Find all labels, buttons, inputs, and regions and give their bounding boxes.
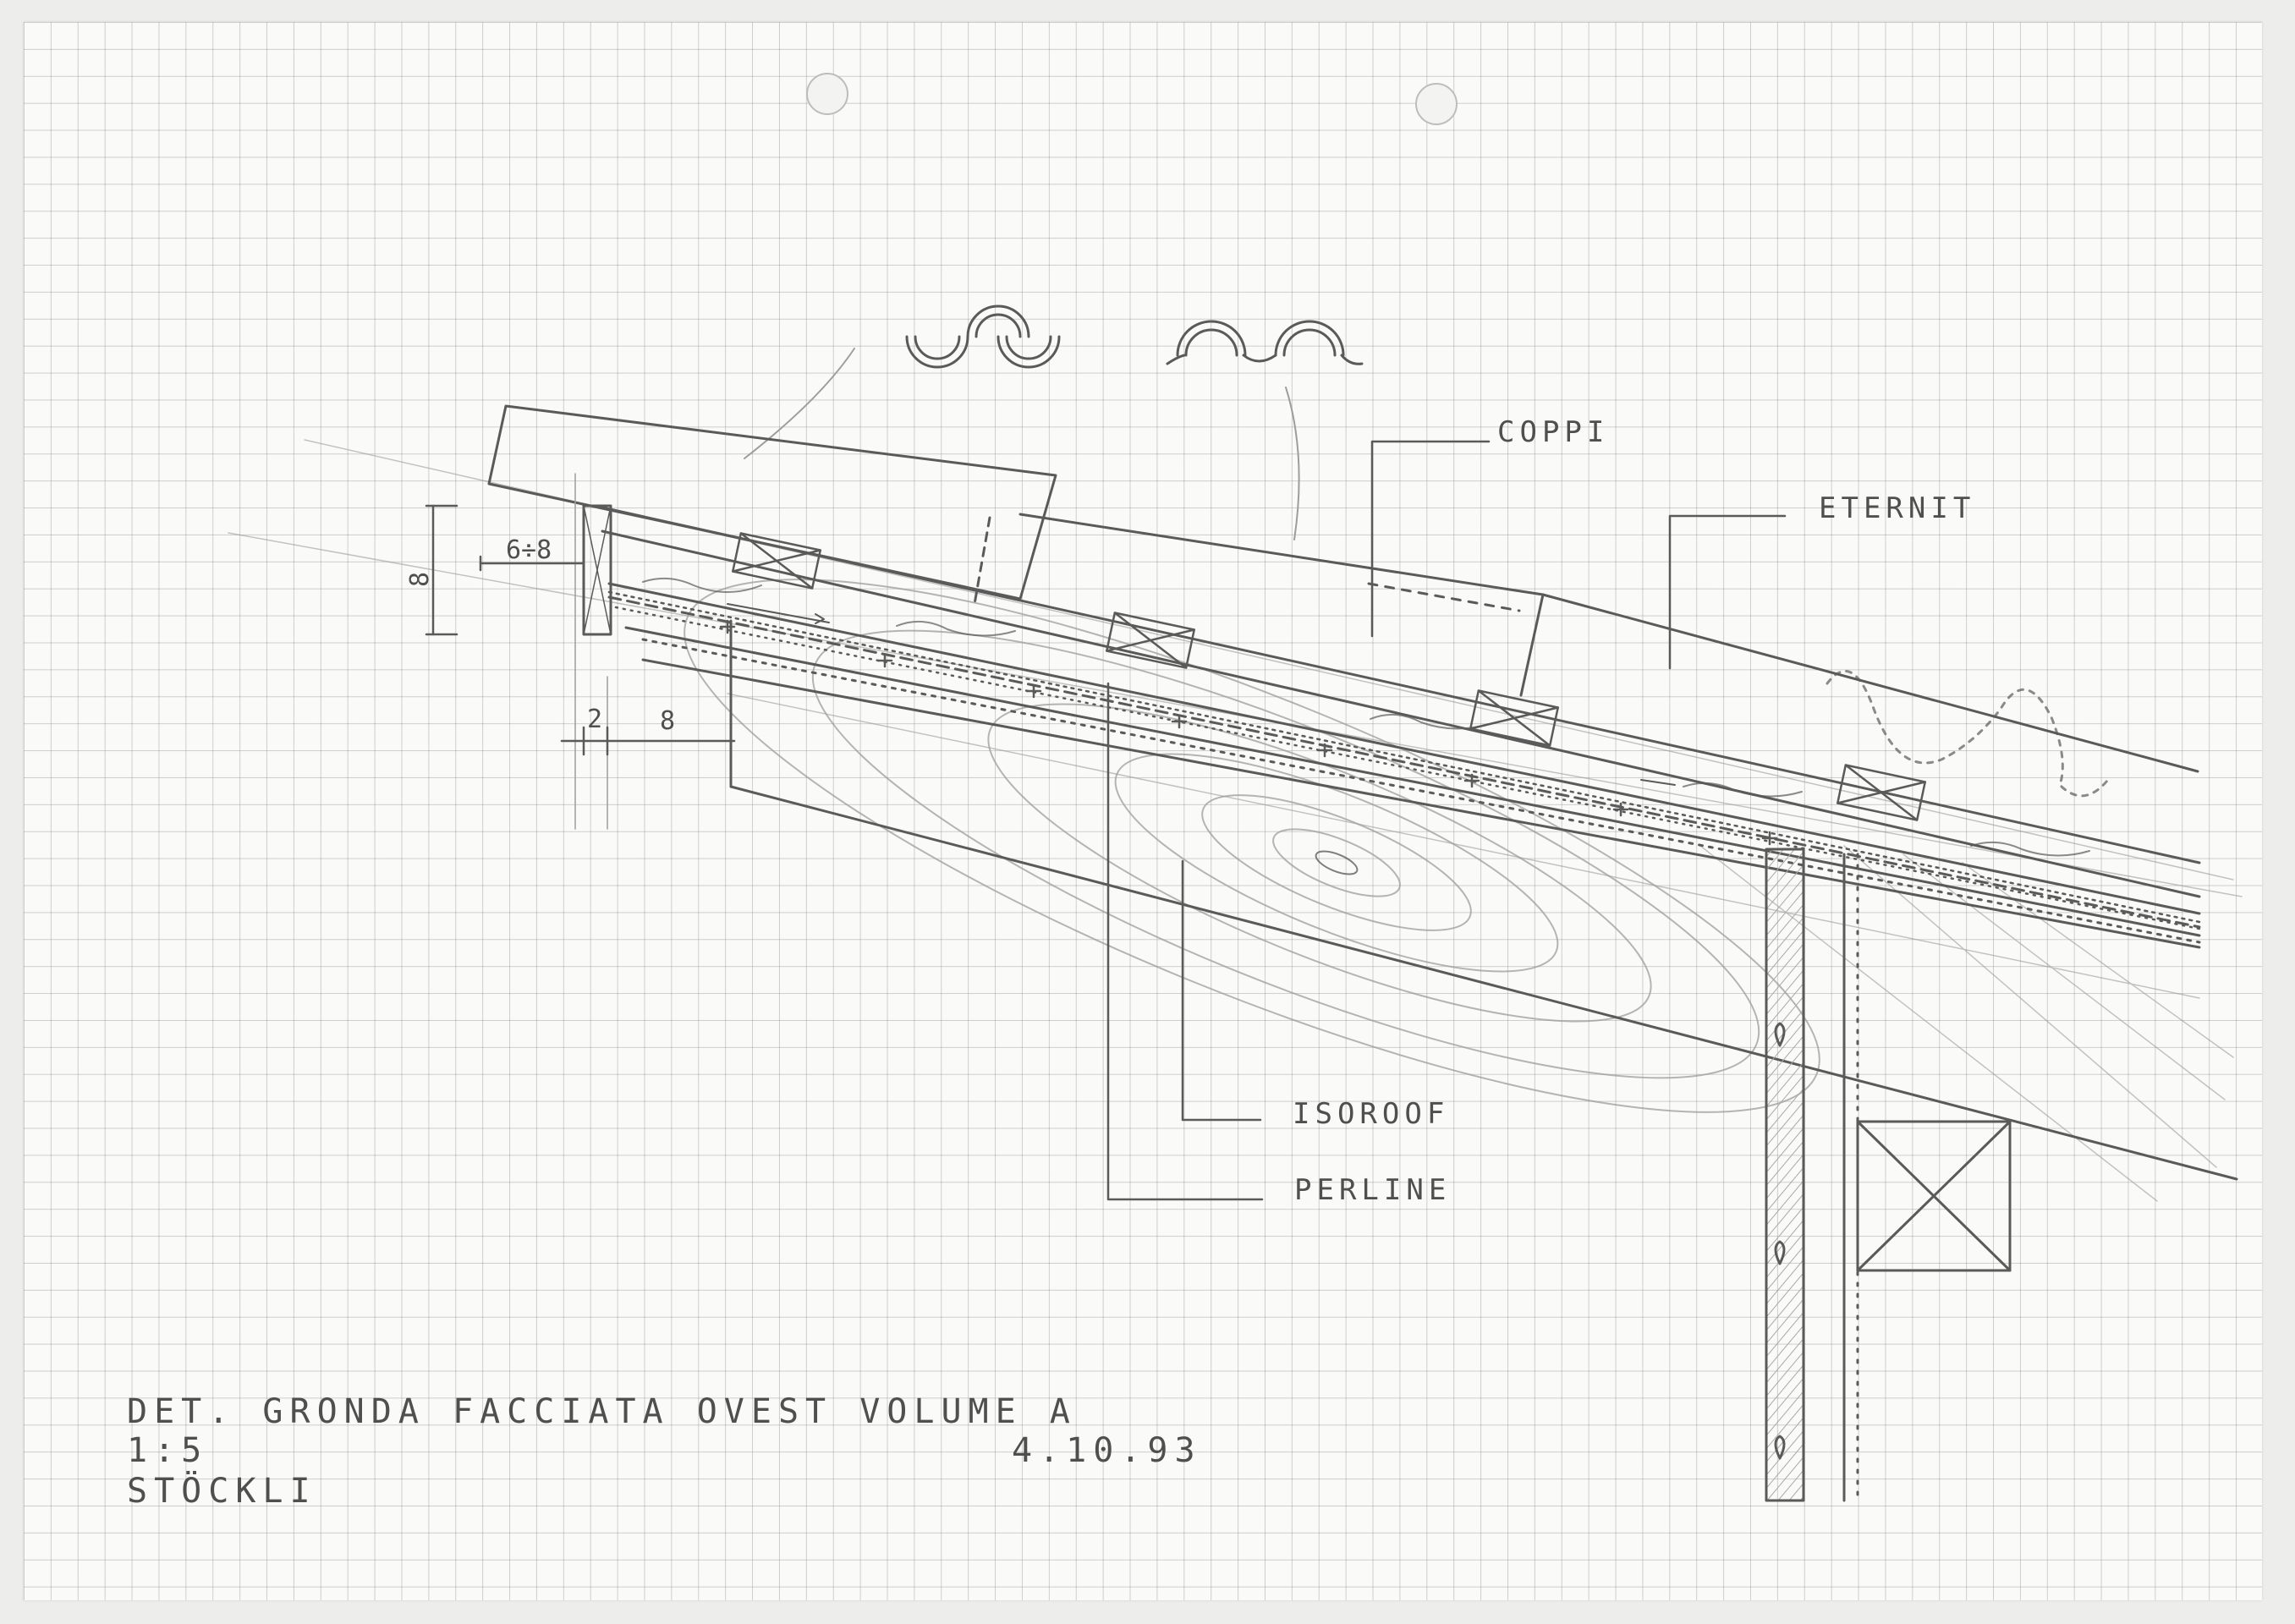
roof-tile-layer	[487, 404, 2199, 798]
dimension-overhang: 6÷8	[506, 535, 552, 565]
title-block-date: 4.10.93	[1012, 1431, 1202, 1470]
batten-4	[1837, 764, 1926, 821]
leader-lines	[1106, 440, 1787, 1201]
title-block-scale: 1:5	[127, 1431, 208, 1470]
perline-boards	[607, 590, 2201, 930]
label-coppi: COPPI	[1497, 415, 1609, 449]
wall-beam	[1856, 1120, 2012, 1272]
rafter	[729, 619, 2238, 1181]
tile-profile-convex-icon	[1166, 320, 1364, 365]
rafter-wood-grain	[684, 579, 1820, 1113]
construction-lines	[228, 439, 2243, 1202]
isoroof-panel	[642, 577, 2090, 857]
punch-hole-left	[806, 73, 848, 115]
batten-1	[732, 532, 821, 590]
graph-paper-sheet	[24, 22, 2262, 1600]
dimension-gap-large: 8	[660, 706, 675, 736]
batten-2	[1106, 612, 1195, 669]
title-block-author: STÖCKLI	[127, 1470, 317, 1511]
label-eternit: ETERNIT	[1819, 491, 1975, 525]
dimension-board-height: 8	[405, 572, 435, 587]
dimension-lines	[425, 504, 736, 756]
leader-coppi	[1370, 440, 1491, 638]
tile-profile-concave-icon	[905, 304, 1061, 369]
label-perline: PERLINE	[1294, 1173, 1451, 1207]
fascia-board	[574, 473, 612, 830]
punch-hole-right	[1415, 83, 1458, 125]
eternit-sheet-layer	[601, 506, 2201, 949]
wall-post	[1765, 848, 1859, 1502]
dimension-gap-small: 2	[587, 705, 602, 734]
label-isoroof: ISOROOF	[1293, 1097, 1449, 1131]
freehand-leaders	[744, 348, 1300, 540]
leader-perline	[1106, 682, 1264, 1201]
title-block-title: DET. GRONDA FACCIATA OVEST VOLUME A	[127, 1392, 1077, 1431]
battens	[732, 532, 1926, 821]
leader-isoroof	[1181, 859, 1262, 1122]
leader-eternit	[1668, 514, 1787, 670]
